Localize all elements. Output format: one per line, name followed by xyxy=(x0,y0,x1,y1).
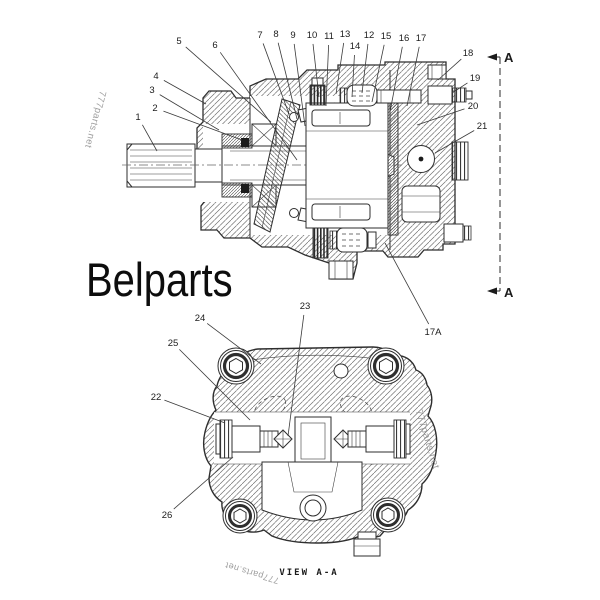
top-valve-stack xyxy=(309,77,422,107)
shaft-seals xyxy=(221,133,253,198)
callout-label-11: 11 xyxy=(324,31,334,42)
callout-label-4: 4 xyxy=(153,71,158,82)
valve-plate xyxy=(387,95,399,236)
callout-label-7: 7 xyxy=(257,30,262,41)
callout-label-22: 22 xyxy=(151,392,162,403)
callout-leader-9 xyxy=(293,43,306,127)
callout-leader-6 xyxy=(219,52,298,161)
callout-label-10: 10 xyxy=(307,30,318,41)
side-fitting-mid xyxy=(451,141,469,181)
callout-label-16: 16 xyxy=(399,33,410,44)
bottom-valve-stack xyxy=(312,227,377,280)
callout-label-12: 12 xyxy=(364,30,375,41)
callout-leader-16 xyxy=(389,46,403,113)
callout-leader-8 xyxy=(277,42,298,120)
callout-leader-26 xyxy=(173,456,234,510)
callout-label-8: 8 xyxy=(273,29,278,40)
callout-leader-19 xyxy=(451,82,468,94)
callout-label-26: 26 xyxy=(162,510,173,521)
callout-leader-4 xyxy=(163,80,207,105)
section-label-top: A xyxy=(504,50,514,65)
lower-diagram-view-a-a xyxy=(202,346,438,557)
callout-leader-25 xyxy=(179,349,251,421)
callout-leader-15 xyxy=(371,44,385,103)
callout-label-20: 20 xyxy=(468,101,479,112)
brand-text: Belparts xyxy=(86,253,233,306)
callout-leader-13 xyxy=(335,42,345,95)
callout-label-3: 3 xyxy=(149,85,154,96)
callout-leader-14 xyxy=(351,54,355,98)
callout-label-6: 6 xyxy=(212,40,217,51)
callout-leader-5 xyxy=(185,46,272,123)
small-bore-upper xyxy=(333,363,349,379)
callout-label-17A: 17A xyxy=(425,327,443,338)
section-line-a-a: A A xyxy=(487,50,514,300)
top-plug xyxy=(427,64,447,80)
hex-bolt-bottom-right xyxy=(370,497,406,533)
callout-leader-21 xyxy=(434,130,475,154)
bottom-right-plug xyxy=(443,223,472,243)
callout-leader-22 xyxy=(164,399,226,424)
callout-label-17: 17 xyxy=(416,33,427,44)
swashplate xyxy=(253,98,301,233)
callout-leader-7 xyxy=(262,43,290,115)
callout-label-5: 5 xyxy=(176,36,181,47)
section-arrow-bottom xyxy=(487,287,497,295)
callout-leader-12 xyxy=(361,43,369,94)
callout-leader-17 xyxy=(406,46,420,107)
callout-leader-11 xyxy=(325,44,330,107)
callout-leader-20 xyxy=(416,108,465,126)
hex-bolt-top-left xyxy=(217,347,255,385)
callout-label-9: 9 xyxy=(290,30,295,41)
callout-label-13: 13 xyxy=(340,29,351,40)
callout-label-1: 1 xyxy=(135,112,140,123)
callout-label-24: 24 xyxy=(195,313,206,324)
callout-label-25: 25 xyxy=(168,338,179,349)
callout-leader-18 xyxy=(437,58,462,81)
callout-leader-17A xyxy=(384,242,430,325)
section-label-bottom: A xyxy=(504,285,514,300)
upper-diagram-pump-section xyxy=(122,61,473,280)
cover-top-contour xyxy=(251,354,379,361)
callout-label-2: 2 xyxy=(152,103,157,114)
bottom-tab xyxy=(353,531,381,557)
callout-label-21: 21 xyxy=(477,121,488,132)
drain-port-area xyxy=(261,461,363,522)
callout-leader-23 xyxy=(287,314,305,437)
callout-label-14: 14 xyxy=(350,41,361,52)
lower-callout-layer: 22 23 24 25 26 xyxy=(151,301,311,521)
callout-leader-24 xyxy=(206,323,262,365)
callout-leader-2 xyxy=(163,110,243,141)
relief-valve-gallery xyxy=(214,411,411,478)
callout-leader-3 xyxy=(159,94,220,131)
port-block xyxy=(401,64,473,243)
callout-leader-1 xyxy=(142,124,158,152)
callout-label-15: 15 xyxy=(381,31,392,42)
callout-leader-10 xyxy=(312,43,320,98)
hex-bolt-top-right xyxy=(367,347,405,385)
view-a-a-label: VIEW A-A xyxy=(279,568,339,578)
callout-label-19: 19 xyxy=(470,73,481,84)
section-arrow-top xyxy=(487,53,497,61)
cylinder-barrel xyxy=(305,102,389,229)
callout-label-18: 18 xyxy=(463,48,474,59)
side-fitting-19 xyxy=(427,85,473,105)
callout-label-23: 23 xyxy=(300,301,311,312)
hex-bolt-bottom-left xyxy=(222,498,258,534)
